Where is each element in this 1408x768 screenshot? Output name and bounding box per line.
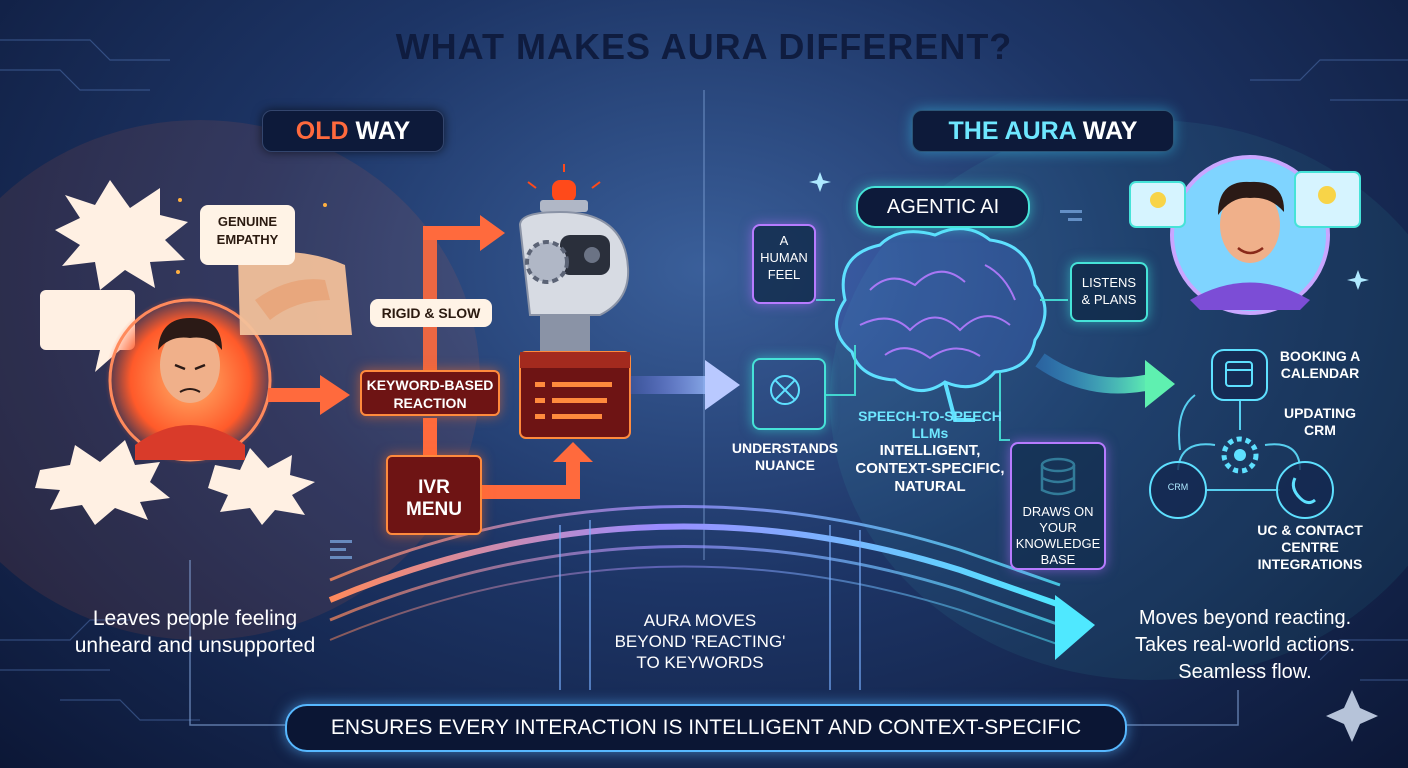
old-caption-line2: unheard and unsupported <box>74 634 316 657</box>
human-line1: A <box>779 233 789 248</box>
aura-caption-line1: Moves beyond reacting. <box>1138 607 1352 629</box>
intelligent-natural-label: INTELLIGENT, CONTEXT-SPECIFIC, NATURAL <box>850 442 1010 496</box>
s2s-line1: SPEECH-TO-SPEECH <box>858 408 1002 424</box>
uc-line1: UC & CONTACT <box>1257 522 1363 538</box>
draws-line3: KNOWLEDGE <box>1015 536 1101 551</box>
uc-contact-label: UC & CONTACT CENTRE INTEGRATIONS <box>1245 522 1375 573</box>
empathy-line1: GENUINE <box>217 214 278 229</box>
aura-caption-line2: Takes real-world actions. <box>1134 634 1356 656</box>
intelligent-line2: CONTEXT-SPECIFIC, <box>855 460 1005 477</box>
old-way-word-old: OLD <box>295 117 349 145</box>
updating-crm-label: UPDATING CRM <box>1275 405 1365 439</box>
aura-way-caption: Moves beyond reacting. Takes real-world … <box>1090 605 1400 686</box>
human-line3: FEEL <box>767 267 801 282</box>
listens-line2: & PLANS <box>1081 292 1137 307</box>
s2s-line2: LLMs <box>911 425 949 441</box>
understands-line1: UNDERSTANDS <box>731 440 839 456</box>
listens-plans-box: LISTENS & PLANS <box>1070 262 1148 322</box>
aura-way-word-way: WAY <box>1082 117 1138 145</box>
uc-line2: CENTRE <box>1281 539 1339 555</box>
aura-way-word-aura: THE AURA <box>948 117 1076 145</box>
intelligent-line1: INTELLIGENT, <box>879 442 981 459</box>
bridge-caption: AURA MOVES BEYOND 'REACTING' TO KEYWORDS <box>585 610 815 673</box>
aura-caption-line3: Seamless flow. <box>1178 661 1312 683</box>
crm-line2: CRM <box>1304 422 1336 438</box>
empathy-callout: GENUINE EMPATHY <box>200 205 295 265</box>
understands-icon-box <box>752 358 826 430</box>
crm-cloud-icon: CRM <box>1167 482 1189 492</box>
bridge-line3: TO KEYWORDS <box>636 653 764 672</box>
agentic-ai-label: AGENTIC AI <box>856 186 1030 228</box>
knowledge-base-box: DRAWS ON YOUR KNOWLEDGE BASE <box>1010 442 1106 570</box>
understands-line2: NUANCE <box>755 457 815 473</box>
page-title: WHAT MAKES AURA DIFFERENT? <box>395 26 1013 67</box>
keyword-reaction-box: KEYWORD-BASED REACTION <box>360 370 500 416</box>
understands-nuance-label: UNDERSTANDS NUANCE <box>720 440 850 474</box>
human-line2: HUMAN <box>760 250 808 265</box>
listens-line1: LISTENS <box>1081 275 1137 290</box>
empathy-line2: EMPATHY <box>216 232 279 247</box>
intelligent-line3: NATURAL <box>894 478 966 495</box>
aura-way-header: THE AURA WAY <box>912 110 1174 152</box>
draws-line4: BASE <box>1040 552 1076 567</box>
bridge-line2: BEYOND 'REACTING' <box>614 632 786 651</box>
booking-line2: CALENDAR <box>1280 365 1360 381</box>
human-feel-box: A HUMAN FEEL <box>752 224 816 304</box>
uc-line3: INTEGRATIONS <box>1257 556 1363 572</box>
old-way-word-way: WAY <box>355 117 411 145</box>
old-way-caption: Leaves people feeling unheard and unsupp… <box>40 605 350 659</box>
booking-calendar-label: BOOKING A CALENDAR <box>1270 348 1370 382</box>
old-caption-line1: Leaves people feeling <box>92 607 298 630</box>
old-way-header: OLD WAY <box>262 110 444 152</box>
keyword-line2: REACTION <box>393 395 467 411</box>
speech-to-speech-label: SPEECH-TO-SPEECH LLMs <box>850 408 1010 442</box>
ivr-line2: MENU <box>406 499 462 520</box>
keyword-line1: KEYWORD-BASED <box>366 377 494 393</box>
bottom-banner: ENSURES EVERY INTERACTION IS INTELLIGENT… <box>285 704 1127 752</box>
rigid-slow-label: RIGID & SLOW <box>370 299 492 327</box>
crm-line1: UPDATING <box>1283 405 1357 421</box>
draws-line2: YOUR <box>1039 520 1077 535</box>
booking-line1: BOOKING A <box>1279 348 1361 364</box>
draws-line1: DRAWS ON <box>1022 504 1094 519</box>
bridge-line1: AURA MOVES <box>643 611 757 630</box>
ivr-line1: IVR <box>418 477 450 498</box>
ivr-menu-box: IVR MENU <box>386 455 482 535</box>
